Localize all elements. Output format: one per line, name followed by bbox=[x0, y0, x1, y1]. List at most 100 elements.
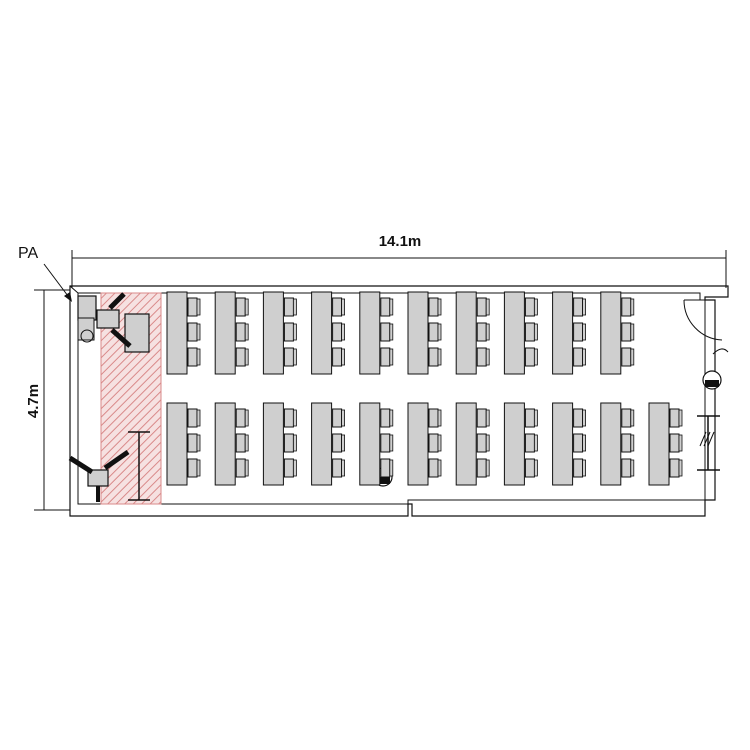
desk-unit bbox=[311, 402, 346, 486]
desk bbox=[407, 402, 429, 486]
chair-back bbox=[485, 323, 490, 341]
desk bbox=[407, 291, 429, 375]
chair-back bbox=[630, 323, 635, 341]
desk-unit bbox=[503, 291, 538, 375]
chair bbox=[187, 322, 198, 342]
chair bbox=[380, 408, 391, 428]
height-label: 4.7m bbox=[25, 384, 42, 418]
chair bbox=[187, 297, 198, 317]
chair bbox=[187, 347, 198, 367]
chair-back bbox=[582, 323, 586, 341]
chair bbox=[621, 347, 632, 367]
chair-back bbox=[534, 348, 538, 366]
chair-back bbox=[341, 459, 346, 477]
chair-back bbox=[292, 348, 297, 366]
chair-back bbox=[292, 323, 297, 341]
desk bbox=[503, 291, 525, 375]
desk-unit bbox=[407, 291, 442, 375]
chair-back bbox=[582, 409, 586, 427]
chair bbox=[573, 322, 584, 342]
chair-back bbox=[630, 434, 635, 452]
chair-back bbox=[437, 323, 442, 341]
desk bbox=[552, 402, 574, 486]
chair-back bbox=[196, 459, 201, 477]
chair bbox=[573, 458, 584, 478]
desk-unit bbox=[262, 402, 297, 486]
chair-back bbox=[534, 298, 538, 316]
chair-back bbox=[244, 348, 249, 366]
desk bbox=[648, 402, 670, 486]
chair bbox=[476, 347, 487, 367]
desk-unit bbox=[262, 291, 297, 375]
desk-unit bbox=[600, 402, 635, 486]
chair-back bbox=[485, 348, 490, 366]
desk-unit bbox=[600, 291, 635, 375]
chair-back bbox=[485, 459, 490, 477]
chair-back bbox=[341, 298, 346, 316]
chair bbox=[187, 408, 198, 428]
chair bbox=[476, 322, 487, 342]
chair bbox=[380, 322, 391, 342]
chair-back bbox=[196, 434, 201, 452]
desk-unit bbox=[214, 291, 249, 375]
desk bbox=[262, 402, 284, 486]
desk-unit bbox=[359, 291, 394, 375]
chair-back bbox=[437, 459, 442, 477]
chair-back bbox=[534, 459, 538, 477]
desk-unit bbox=[455, 291, 490, 375]
chair-back bbox=[582, 434, 586, 452]
chair bbox=[235, 347, 246, 367]
chair-back bbox=[630, 459, 635, 477]
chair-back bbox=[292, 434, 297, 452]
chair-back bbox=[437, 348, 442, 366]
side-stand-icon bbox=[697, 415, 720, 471]
chair bbox=[428, 347, 439, 367]
projector-icon bbox=[68, 449, 130, 502]
chair bbox=[524, 322, 535, 342]
desk bbox=[359, 402, 381, 486]
desk-unit bbox=[648, 402, 683, 486]
width-label: 14.1m bbox=[379, 233, 422, 250]
chair bbox=[332, 347, 343, 367]
chair bbox=[428, 433, 439, 453]
chair-back bbox=[678, 459, 683, 477]
desk bbox=[214, 402, 236, 486]
chair-back bbox=[630, 348, 635, 366]
desk bbox=[600, 291, 622, 375]
desk-row-bottom bbox=[166, 402, 683, 486]
chair-back bbox=[582, 298, 586, 316]
chair bbox=[380, 347, 391, 367]
chair bbox=[235, 297, 246, 317]
chair-back bbox=[244, 298, 249, 316]
chair-back bbox=[630, 409, 635, 427]
desk bbox=[455, 402, 477, 486]
chair-back bbox=[292, 409, 297, 427]
chair-back bbox=[389, 323, 394, 341]
width-dimension: 14.1m bbox=[71, 233, 727, 288]
chair-back bbox=[678, 434, 683, 452]
desk-unit bbox=[166, 291, 201, 375]
desk-unit bbox=[455, 402, 490, 486]
chair bbox=[476, 408, 487, 428]
chair bbox=[380, 458, 391, 478]
chair-back bbox=[630, 298, 635, 316]
chair-back bbox=[341, 434, 346, 452]
chair bbox=[621, 458, 632, 478]
desk bbox=[359, 291, 381, 375]
chair bbox=[621, 322, 632, 342]
chair bbox=[524, 297, 535, 317]
chair bbox=[332, 433, 343, 453]
chair-back bbox=[534, 434, 538, 452]
chair-back bbox=[437, 434, 442, 452]
chair-back bbox=[244, 323, 249, 341]
desk bbox=[166, 291, 188, 375]
chair-back bbox=[485, 298, 490, 316]
chair bbox=[332, 297, 343, 317]
chair bbox=[235, 408, 246, 428]
chair-back bbox=[341, 409, 346, 427]
chair-back bbox=[196, 298, 201, 316]
desk-unit bbox=[552, 402, 586, 486]
chair bbox=[283, 347, 294, 367]
chair bbox=[332, 322, 343, 342]
